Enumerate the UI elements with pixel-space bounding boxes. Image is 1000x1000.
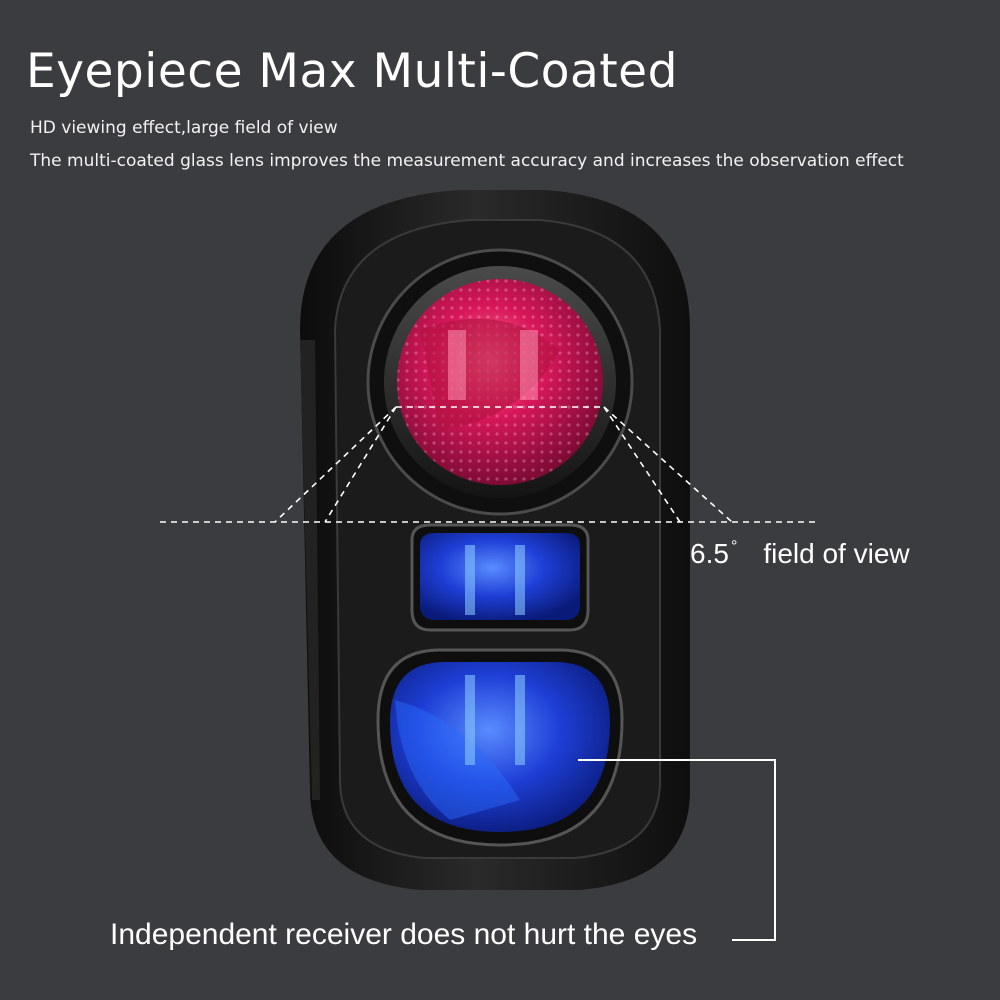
- subtitle-multi-coated: The multi-coated glass lens improves the…: [30, 151, 904, 171]
- field-of-view-lines: [160, 406, 815, 523]
- receiver-callout-line: [578, 759, 776, 941]
- fov-degree-symbol: °: [730, 538, 738, 555]
- receiver-lens-lower: [376, 648, 624, 847]
- eyepiece-lens: [366, 248, 634, 516]
- receiver-caption: Independent receiver does not hurt the e…: [110, 918, 698, 951]
- subtitle-hd-viewing: HD viewing effect,large field of view: [30, 118, 338, 138]
- fov-text: field of view: [763, 538, 910, 569]
- receiver-window-upper: [410, 523, 590, 632]
- page-title: Eyepiece Max Multi-Coated: [26, 44, 678, 99]
- field-of-view-label: 6.5° field of view: [690, 538, 910, 570]
- fov-value: 6.5: [690, 538, 729, 569]
